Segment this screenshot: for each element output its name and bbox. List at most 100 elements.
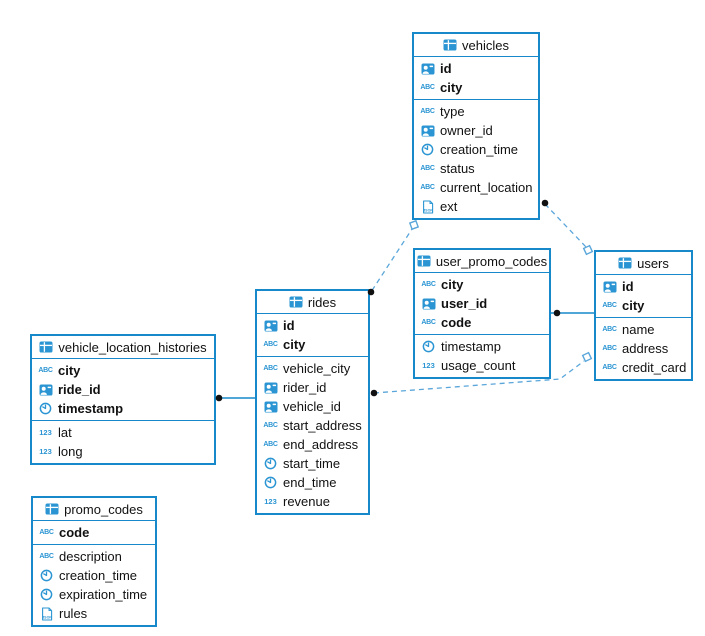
id-type-icon [419,125,436,137]
column-name: rules [59,606,88,621]
column-row[interactable]: expiration_time [33,585,155,604]
time-type-icon [262,457,279,470]
column-row[interactable]: end_time [257,473,368,492]
text-type-icon: ABC [420,165,435,172]
table-icon [417,255,431,267]
table-header[interactable]: user_promo_codes [415,250,549,273]
table-vehicles[interactable]: vehicles id ABC city ABC type owner_id [412,32,540,220]
column-row[interactable]: ride_id [32,380,214,399]
column-row[interactable]: 123 lat [32,423,214,442]
primary-key-section: id ABC city [596,275,691,318]
json-type-icon [38,607,55,621]
column-row[interactable]: 123 long [32,442,214,461]
relationship-line[interactable] [544,203,587,248]
column-name: city [58,363,81,378]
column-row[interactable]: ABC city [414,78,538,97]
table-promo-codes[interactable]: promo_codes ABC code ABC description cre… [31,496,157,627]
table-vehicle-location-histories[interactable]: vehicle_location_histories ABC city ride… [30,334,216,465]
column-row[interactable]: ABC start_address [257,416,368,435]
column-name: code [59,525,90,540]
text-type-icon: ABC [39,529,54,536]
column-row[interactable]: ABC end_address [257,435,368,454]
table-name: vehicles [462,37,509,53]
text-type-icon: ABC [602,345,617,352]
column-name: city [440,80,463,95]
column-row[interactable]: ABC address [596,339,691,358]
text-type-icon: ABC [263,422,278,429]
table-header[interactable]: vehicles [414,34,538,57]
column-row[interactable]: 123 revenue [257,492,368,511]
column-row[interactable]: id [414,59,538,78]
table-icon [289,296,303,308]
text-type-icon: ABC [602,302,617,309]
column-row[interactable]: owner_id [414,121,538,140]
column-row[interactable]: user_id [415,294,549,313]
column-name: status [440,161,475,176]
column-row[interactable]: ABC vehicle_city [257,359,368,378]
text-type-icon: ABC [420,108,435,115]
table-header[interactable]: users [596,252,691,275]
column-row[interactable]: ABC description [33,547,155,566]
column-row[interactable]: rules [33,604,155,623]
column-name: creation_time [440,142,519,157]
table-name: users [637,255,669,271]
table-header[interactable]: promo_codes [33,498,155,521]
table-users[interactable]: users id ABC city ABC name ABC address A… [594,250,693,381]
column-name: vehicle_city [283,361,351,376]
column-name: city [622,298,645,313]
column-name: id [622,279,634,294]
column-name: timestamp [441,339,501,354]
id-type-icon [262,320,279,332]
text-type-icon: ABC [420,184,435,191]
column-row[interactable]: ABC city [415,275,549,294]
column-name: rider_id [283,380,327,395]
column-name: owner_id [440,123,493,138]
column-row[interactable]: timestamp [415,337,549,356]
column-row[interactable]: ext [414,197,538,216]
number-type-icon: 123 [39,427,52,437]
column-row[interactable]: ABC city [596,296,691,315]
column-name: timestamp [58,401,124,416]
column-row[interactable]: creation_time [33,566,155,585]
column-row[interactable]: ABC status [414,159,538,178]
column-row[interactable]: timestamp [32,399,214,418]
column-row[interactable]: id [257,316,368,335]
column-row[interactable]: ABC city [32,361,214,380]
column-name: creation_time [59,568,138,583]
column-name: long [58,444,83,459]
text-type-icon: ABC [602,364,617,371]
column-row[interactable]: ABC city [257,335,368,354]
table-rides[interactable]: rides id ABC city ABC vehicle_city rider… [255,289,370,515]
column-row[interactable]: ABC credit_card [596,358,691,377]
column-row[interactable]: ABC current_location [414,178,538,197]
column-name: expiration_time [59,587,148,602]
column-row[interactable]: vehicle_id [257,397,368,416]
number-type-icon: 123 [264,496,277,506]
table-name: rides [307,294,337,310]
column-row[interactable]: start_time [257,454,368,473]
column-row[interactable]: rider_id [257,378,368,397]
relationship-line[interactable] [370,225,415,293]
id-type-icon [262,382,279,394]
text-type-icon: ABC [602,326,617,333]
id-type-icon [37,384,54,396]
primary-key-section: id ABC city [414,57,538,100]
table-name: promo_codes [64,501,143,517]
table-user-promo-codes[interactable]: user_promo_codes ABC city user_id ABC co… [413,248,551,379]
column-row[interactable]: ABC name [596,320,691,339]
number-type-icon: 123 [39,446,52,456]
column-row[interactable]: ABC type [414,102,538,121]
table-icon [618,257,632,269]
column-name: user_id [441,296,488,311]
column-row[interactable]: id [596,277,691,296]
column-name: name [622,322,655,337]
column-name: credit_card [622,360,687,375]
column-row[interactable]: ABC code [33,523,155,542]
column-row[interactable]: 123 usage_count [415,356,549,375]
table-header[interactable]: vehicle_location_histories [32,336,214,359]
id-type-icon [601,281,618,293]
column-row[interactable]: ABC code [415,313,549,332]
table-header[interactable]: rides [257,291,368,314]
column-row[interactable]: creation_time [414,140,538,159]
